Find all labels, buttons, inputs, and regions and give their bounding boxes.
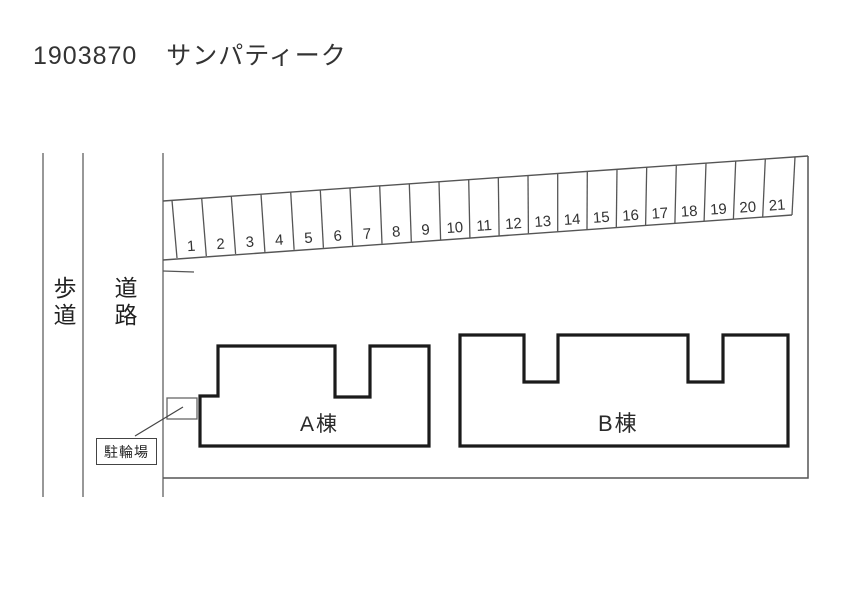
bicycle-parking-leader-line <box>134 406 184 437</box>
parking-space-divider <box>230 196 237 254</box>
bicycle-parking-area-rect <box>166 397 198 420</box>
sidewalk-label: 歩道 <box>50 276 76 330</box>
building-a-label: A棟 <box>300 413 340 436</box>
parking-space-number: 17 <box>651 205 669 223</box>
bicycle-parking-label-box: 駐輪場 <box>96 438 157 465</box>
parking-space-divider <box>290 192 295 250</box>
parking-space-divider <box>674 165 677 224</box>
parking-space-number: 18 <box>680 203 698 221</box>
parking-space-number: 1 <box>187 238 197 256</box>
parking-space-number: 19 <box>710 201 728 219</box>
parking-space-divider <box>762 158 766 218</box>
parking-space-number: 12 <box>505 215 523 233</box>
parking-space-number: 5 <box>304 230 314 248</box>
parking-space-number: 14 <box>563 211 581 229</box>
parking-space-number: 9 <box>421 221 431 239</box>
parking-strip-top-line <box>162 155 809 202</box>
parking-space-number: 20 <box>739 199 757 217</box>
parking-space-number: 11 <box>476 217 493 235</box>
parking-space-divider <box>497 177 500 236</box>
parking-space-number: 16 <box>622 207 640 225</box>
parking-space-number: 2 <box>216 236 226 254</box>
parking-space-divider <box>468 179 471 238</box>
parking-space-number: 21 <box>768 196 786 214</box>
parking-space-number: 15 <box>592 209 610 227</box>
parking-space-number: 6 <box>333 227 343 245</box>
parking-space-divider <box>438 181 442 240</box>
parking-space-number: 4 <box>274 232 284 250</box>
parking-space-divider <box>319 189 325 248</box>
parking-space-number: 8 <box>392 223 402 241</box>
parking-space-divider <box>644 167 648 226</box>
parking-space-divider <box>260 194 266 252</box>
road-label: 道路 <box>111 276 137 330</box>
parking-space-divider <box>201 198 207 257</box>
parking-space-divider <box>615 169 618 228</box>
parking-space-divider <box>349 187 354 246</box>
parking-space-number: 10 <box>446 219 464 237</box>
page-title: 1903870 サンパティーク <box>33 36 347 72</box>
property-id: 1903870 <box>33 42 138 70</box>
parking-space-divider <box>171 200 178 259</box>
parking-space-divider <box>408 183 412 242</box>
building-a-outline <box>198 344 431 448</box>
parking-space-divider <box>732 160 737 220</box>
parking-strip-bottom-line <box>162 214 793 261</box>
parking-space-number: 13 <box>534 213 552 231</box>
property-name: サンパティーク <box>166 42 347 70</box>
building-b-outline <box>458 333 790 448</box>
parking-space-divider <box>379 185 383 244</box>
building-b-label: B棟 <box>598 411 639 436</box>
parking-space-divider <box>791 156 796 216</box>
parking-space-number: 3 <box>245 234 255 252</box>
parking-space-number: 7 <box>362 225 372 243</box>
bicycle-parking-label: 駐輪場 <box>104 443 149 460</box>
plot-boundary-line <box>163 156 809 479</box>
parking-space-divider <box>703 163 707 222</box>
entrance-mark-line <box>162 270 195 273</box>
